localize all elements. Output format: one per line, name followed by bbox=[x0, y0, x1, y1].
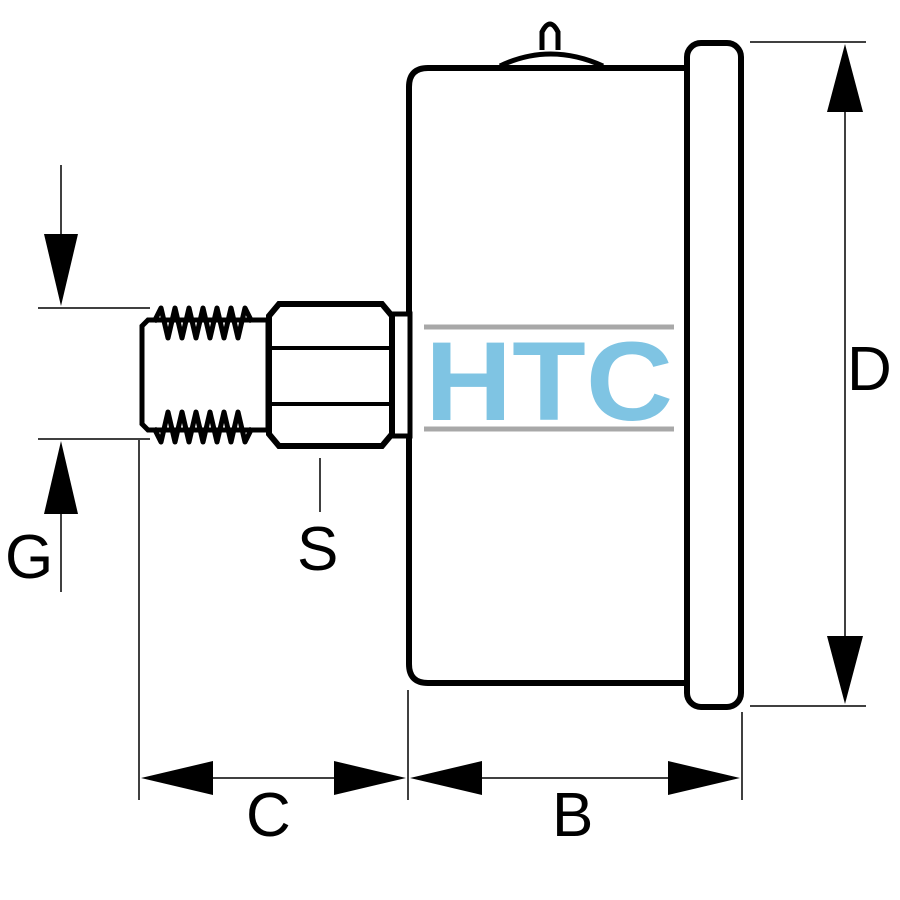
gauge-case bbox=[406, 21, 744, 710]
dimension-s: S bbox=[297, 458, 338, 584]
dimension-g: G bbox=[5, 165, 150, 592]
dimension-d: D bbox=[750, 41, 892, 707]
b-arrow-left bbox=[410, 761, 482, 795]
bezel-ring bbox=[684, 40, 744, 710]
process-connection bbox=[139, 301, 413, 449]
g-arrow-down bbox=[44, 234, 78, 306]
dimension-b: B bbox=[407, 690, 743, 850]
vent-plug bbox=[498, 51, 605, 69]
logo-text: HTC bbox=[425, 319, 673, 444]
label-c: C bbox=[246, 781, 291, 850]
label-s: S bbox=[297, 515, 338, 584]
label-g: G bbox=[5, 523, 53, 592]
label-b: B bbox=[552, 781, 593, 850]
thread-shank bbox=[139, 317, 271, 433]
thread-teeth-top bbox=[151, 305, 255, 341]
c-arrow-right bbox=[334, 761, 406, 795]
wrench-hex bbox=[266, 301, 395, 449]
case-body bbox=[406, 65, 693, 686]
b-arrow-right bbox=[668, 761, 740, 795]
thread-teeth-bottom bbox=[151, 409, 255, 445]
dimension-c: C bbox=[138, 440, 406, 850]
label-d: D bbox=[847, 335, 892, 404]
d-arrow-up bbox=[827, 44, 863, 112]
vent-plug-tip bbox=[539, 21, 561, 50]
d-arrow-down bbox=[827, 636, 863, 704]
htc-logo: HTC bbox=[424, 319, 674, 444]
c-arrow-left bbox=[141, 761, 213, 795]
g-arrow-up bbox=[44, 441, 78, 514]
